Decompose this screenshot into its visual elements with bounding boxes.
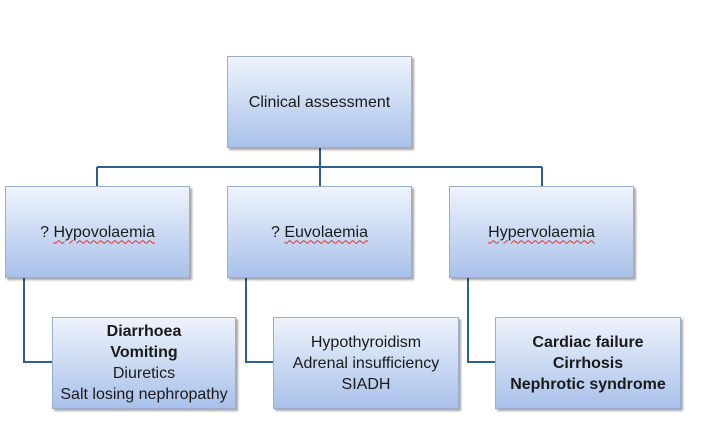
euvolaemia-causes-box: Hypothyroidism Adrenal insufficiency SIA… <box>273 317 459 409</box>
cause-item: Cardiac failure <box>532 333 644 351</box>
elbow-hypovolaemia <box>23 278 52 363</box>
cause-item: Hypothyroidism <box>310 333 422 351</box>
clinical-assessment-box: Clinical assessment <box>227 56 412 148</box>
hypervolaemia-causes-box: Cardiac failure Cirrhosis Nephrotic synd… <box>495 317 681 409</box>
hypervolaemia-causes-list: Cardiac failure Cirrhosis Nephrotic synd… <box>510 332 666 395</box>
hypovolaemia-box: ? Hypovolaemia <box>5 186 190 278</box>
hypervolaemia-label: Hypervolaemia <box>488 223 595 241</box>
elbow-euvolaemia <box>245 278 273 363</box>
cause-item: Diuretics <box>112 365 176 382</box>
cause-item: SIADH <box>341 375 391 393</box>
hypovolaemia-causes-box: Diarrhoea Vomiting Diuretics Salt losing… <box>52 317 236 409</box>
cause-item: Vomiting <box>110 344 178 361</box>
cause-item: Nephrotic syndrome <box>510 375 666 393</box>
cause-item: Salt losing nephropathy <box>60 386 228 403</box>
hypovolaemia-label: ? Hypovolaemia <box>40 223 155 241</box>
hypovolaemia-causes-list: Diarrhoea Vomiting Diuretics Salt losing… <box>60 321 227 405</box>
cause-item: Diarrhoea <box>106 323 182 340</box>
euvolaemia-causes-list: Hypothyroidism Adrenal insufficiency SIA… <box>293 332 439 395</box>
elbow-hypervolaemia <box>467 278 495 363</box>
cause-item: Cirrhosis <box>552 354 624 372</box>
euvolaemia-box: ? Euvolaemia <box>227 186 412 278</box>
cause-item: Adrenal insufficiency <box>292 354 440 372</box>
hypervolaemia-box: Hypervolaemia <box>449 186 634 278</box>
clinical-assessment-label: Clinical assessment <box>248 93 391 111</box>
euvolaemia-label: ? Euvolaemia <box>271 223 368 241</box>
